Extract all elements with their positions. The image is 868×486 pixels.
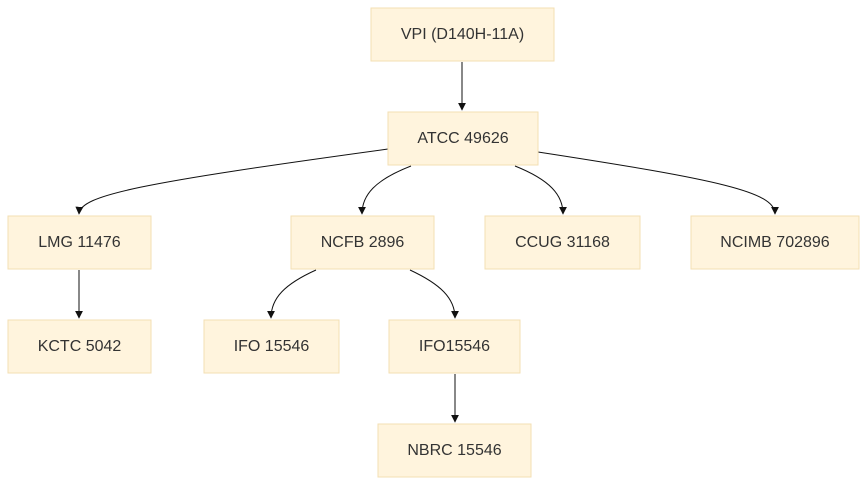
node-vpi: VPI (D140H-11A) (370, 7, 555, 62)
node-nbrc: NBRC 15546 (377, 423, 532, 478)
node-box (387, 111, 539, 166)
node-box (7, 215, 152, 270)
node-label: LMG 11476 (38, 234, 121, 251)
node-box (290, 215, 435, 270)
node-label: KCTC 5042 (38, 338, 122, 355)
node-label: CCUG 31168 (515, 234, 610, 251)
node-label: ATCC 49626 (417, 130, 508, 147)
edge-atcc-to-ncfb (358, 165, 412, 215)
node-box (484, 215, 641, 270)
node-ncfb: NCFB 2896 (290, 215, 435, 270)
node-label: NCFB 2896 (321, 234, 405, 251)
edge-ncfb-to-ifo_a (267, 269, 317, 319)
node-ifo_a: IFO 15546 (203, 319, 340, 374)
edges-layer (75, 62, 779, 423)
node-box (690, 215, 860, 270)
node-label: VPI (D140H-11A) (401, 26, 524, 43)
node-atcc: ATCC 49626 (387, 111, 539, 166)
node-label: IFO15546 (419, 338, 490, 355)
node-box (7, 319, 152, 374)
node-ifo_b: IFO15546 (388, 319, 521, 374)
node-ccug: CCUG 31168 (484, 215, 641, 270)
node-box (377, 423, 532, 478)
node-label: IFO 15546 (234, 338, 310, 355)
edge-ncfb-to-ifo_b (409, 269, 459, 319)
node-box (370, 7, 555, 62)
edge-atcc-to-ncimb (537, 151, 779, 215)
node-box (203, 319, 340, 374)
edge-atcc-to-ccug (514, 165, 567, 215)
node-label: NCIMB 702896 (720, 234, 829, 251)
node-label: NBRC 15546 (407, 442, 501, 459)
node-box (388, 319, 521, 374)
node-kctc: KCTC 5042 (7, 319, 152, 374)
node-lmg: LMG 11476 (7, 215, 152, 270)
node-ncimb: NCIMB 702896 (690, 215, 860, 270)
edge-atcc-to-lmg (75, 148, 389, 215)
